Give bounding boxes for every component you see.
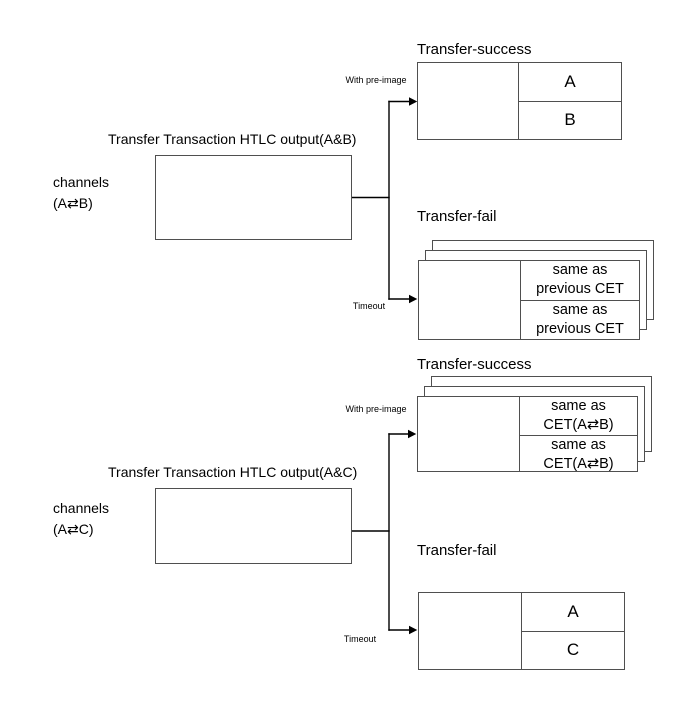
channel-label-line-2: (A⇄B) bbox=[53, 195, 93, 211]
transfer-success-title-1: Transfer-success bbox=[417, 41, 532, 58]
channel-label-line-1: channels bbox=[53, 174, 110, 190]
channel-label-line-1: channels bbox=[53, 500, 110, 516]
cell-text: A bbox=[564, 71, 576, 91]
timeout-label-2: Timeout bbox=[343, 634, 377, 644]
cell-text-line-2: previous CET bbox=[536, 281, 624, 298]
cell-text-line-2: previous CET bbox=[536, 320, 624, 337]
cell-text-line-1: same as bbox=[551, 437, 606, 453]
transfer-fail-title-2: Transfer-fail bbox=[417, 542, 497, 559]
tx-input-area bbox=[418, 63, 519, 139]
tx-output-cell: same as previous CET bbox=[521, 301, 639, 340]
tx-input-area bbox=[419, 593, 522, 669]
channel-label-ab: channels (A⇄B) bbox=[53, 172, 109, 214]
cell-text: A bbox=[567, 601, 579, 621]
transfer-success-box-2: same as CET(A⇄B) same as CET(A⇄B) bbox=[417, 396, 638, 472]
tx-outputs: same as CET(A⇄B) same as CET(A⇄B) bbox=[520, 397, 637, 474]
transfer-success-title-2: Transfer-success bbox=[417, 356, 532, 373]
with-preimage-label-2: With pre-image bbox=[345, 404, 407, 414]
arrowhead-fail-2 bbox=[409, 625, 418, 635]
tx-output-cell: same as CET(A⇄B) bbox=[520, 397, 637, 436]
htlc-output-title-ac: Transfer Transaction HTLC output(A&C) bbox=[108, 464, 358, 480]
htlc-transaction-box-ab bbox=[155, 155, 352, 240]
tx-outputs: A B bbox=[519, 63, 621, 139]
transfer-fail-box-2: A C bbox=[418, 592, 625, 670]
tx-output-cell: C bbox=[522, 632, 624, 670]
htlc-output-title-ab: Transfer Transaction HTLC output(A&B) bbox=[108, 131, 357, 147]
transfer-fail-box-1: same as previous CET same as previous CE… bbox=[418, 260, 640, 340]
cell-text-line-2: CET(A⇄B) bbox=[543, 456, 614, 472]
tx-input-area bbox=[419, 261, 521, 339]
tx-outputs: same as previous CET same as previous CE… bbox=[521, 261, 639, 339]
channel-label-ac: channels (A⇄C) bbox=[53, 498, 109, 540]
arrowhead-fail-1 bbox=[409, 294, 418, 304]
transfer-success-box-1: A B bbox=[417, 62, 622, 140]
timeout-label-1: Timeout bbox=[352, 301, 386, 311]
cell-text: B bbox=[564, 110, 576, 130]
cell-text: C bbox=[566, 640, 580, 660]
channel-label-line-2: (A⇄C) bbox=[53, 521, 94, 537]
tx-output-cell: same as previous CET bbox=[521, 261, 639, 301]
tx-input-area bbox=[418, 397, 520, 471]
htlc-transaction-box-ac bbox=[155, 488, 352, 564]
cell-text-line-2: CET(A⇄B) bbox=[543, 417, 614, 433]
arrowhead-success-2 bbox=[408, 429, 417, 439]
transfer-fail-title-1: Transfer-fail bbox=[417, 208, 497, 225]
tx-output-cell: A bbox=[522, 593, 624, 632]
cell-text-line-1: same as bbox=[552, 262, 608, 279]
tx-outputs: A C bbox=[522, 593, 624, 669]
with-preimage-label-1: With pre-image bbox=[345, 75, 407, 85]
tx-output-cell: B bbox=[519, 102, 621, 140]
tx-output-cell: A bbox=[519, 63, 621, 102]
cell-text-line-1: same as bbox=[552, 301, 608, 318]
cell-text-line-1: same as bbox=[551, 398, 606, 414]
tx-output-cell: same as CET(A⇄B) bbox=[520, 436, 637, 474]
